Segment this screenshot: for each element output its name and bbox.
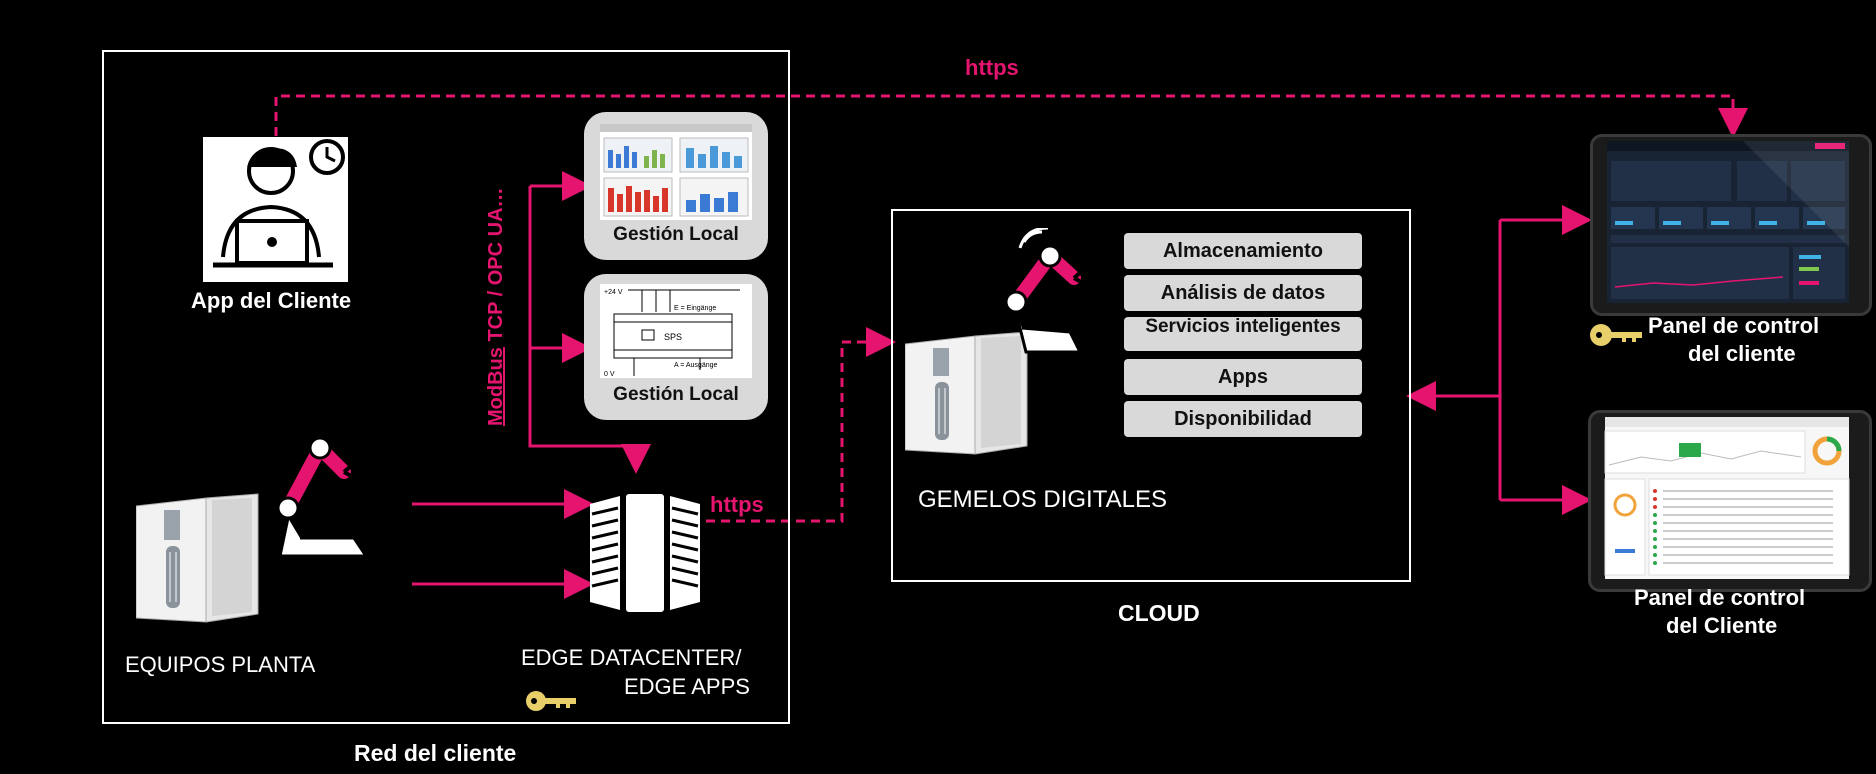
cloud-label: CLOUD: [1118, 600, 1200, 626]
cloud-cabinet-icon: [905, 331, 1028, 455]
schematic-supply-top: +24 V: [604, 289, 623, 296]
panel-tablet-1[interactable]: [1590, 134, 1872, 316]
schematic-center: SPS: [664, 332, 682, 342]
dashboard-screenshot-icon: [600, 124, 752, 217]
service-analisis-datos[interactable]: Análisis de datos: [1124, 275, 1362, 311]
panel1-label-line2: del cliente: [1688, 341, 1796, 366]
red-cliente-frame: [102, 50, 790, 724]
user-laptop-icon: [203, 137, 348, 282]
app-cliente-label: App del Cliente: [191, 288, 352, 313]
modbus-protocol-label: ModBus TCP / OPC UA…: [485, 187, 508, 426]
robot-arm-icon: [276, 420, 369, 558]
edge-label-line1: EDGE DATACENTER/: [521, 645, 742, 670]
gemelos-label: GEMELOS DIGITALES: [918, 486, 1167, 513]
panel1-label-line1: Panel de control: [1648, 313, 1820, 338]
plc-schematic-icon: +24 V E = Eingänge SPS A = Ausgänge 0 V: [604, 289, 740, 378]
cloud-frame: [891, 209, 1411, 582]
panel2-label-line2: del Cliente: [1666, 613, 1778, 638]
key-icon-panel: [1590, 324, 1642, 346]
key-icon-edge: [526, 691, 576, 711]
https-edge-cloud: [706, 327, 896, 523]
service-disponibilidad[interactable]: Disponibilidad: [1124, 401, 1362, 437]
modbus-rest: TCP / OPC UA…: [485, 187, 507, 348]
panel2-label-line1: Panel de control: [1634, 585, 1806, 610]
dark-dashboard-screenshot: [1607, 141, 1849, 303]
service-almacenamiento[interactable]: Almacenamiento: [1124, 233, 1362, 269]
service-apps[interactable]: Apps: [1124, 359, 1362, 395]
gestion-local-label-1: Gestión Local: [613, 224, 739, 245]
https-mid-label: https: [710, 492, 764, 517]
equipment-cabinet-icon: [136, 493, 259, 623]
modbus-word: ModBus: [485, 347, 507, 426]
gestion-local-card-1[interactable]: Gestión Local: [584, 112, 768, 260]
schematic-supply-bottom: 0 V: [604, 371, 615, 378]
gestion-local-label-2: Gestión Local: [613, 384, 739, 405]
gestion-local-card-2[interactable]: +24 V E = Eingänge SPS A = Ausgänge 0 V …: [584, 274, 768, 420]
schematic-inputs: E = Eingänge: [674, 305, 716, 312]
edge-datacenter-icon: [590, 494, 700, 612]
schematic-outputs: A = Ausgänge: [674, 362, 718, 369]
modbus-trunk: [528, 186, 651, 474]
red-cliente-label: Red del cliente: [354, 740, 517, 766]
dashboard-thumbnail: [600, 124, 752, 220]
equipos-planta-label: EQUIPOS PLANTA: [125, 652, 316, 677]
cloud-robot-arm-icon: [1004, 228, 1093, 354]
https-top-route: [274, 94, 1748, 138]
plc-schematic-thumbnail: +24 V E = Eingänge SPS A = Ausgänge 0 V: [600, 284, 752, 378]
panel-tablet-2[interactable]: [1588, 410, 1872, 592]
edge-label-line2: EDGE APPS: [624, 674, 750, 699]
light-dashboard-screenshot: [1604, 417, 1850, 579]
https-top-label: https: [965, 55, 1019, 80]
service-servicios-inteligentes[interactable]: Servicios inteligentes: [1124, 317, 1362, 351]
